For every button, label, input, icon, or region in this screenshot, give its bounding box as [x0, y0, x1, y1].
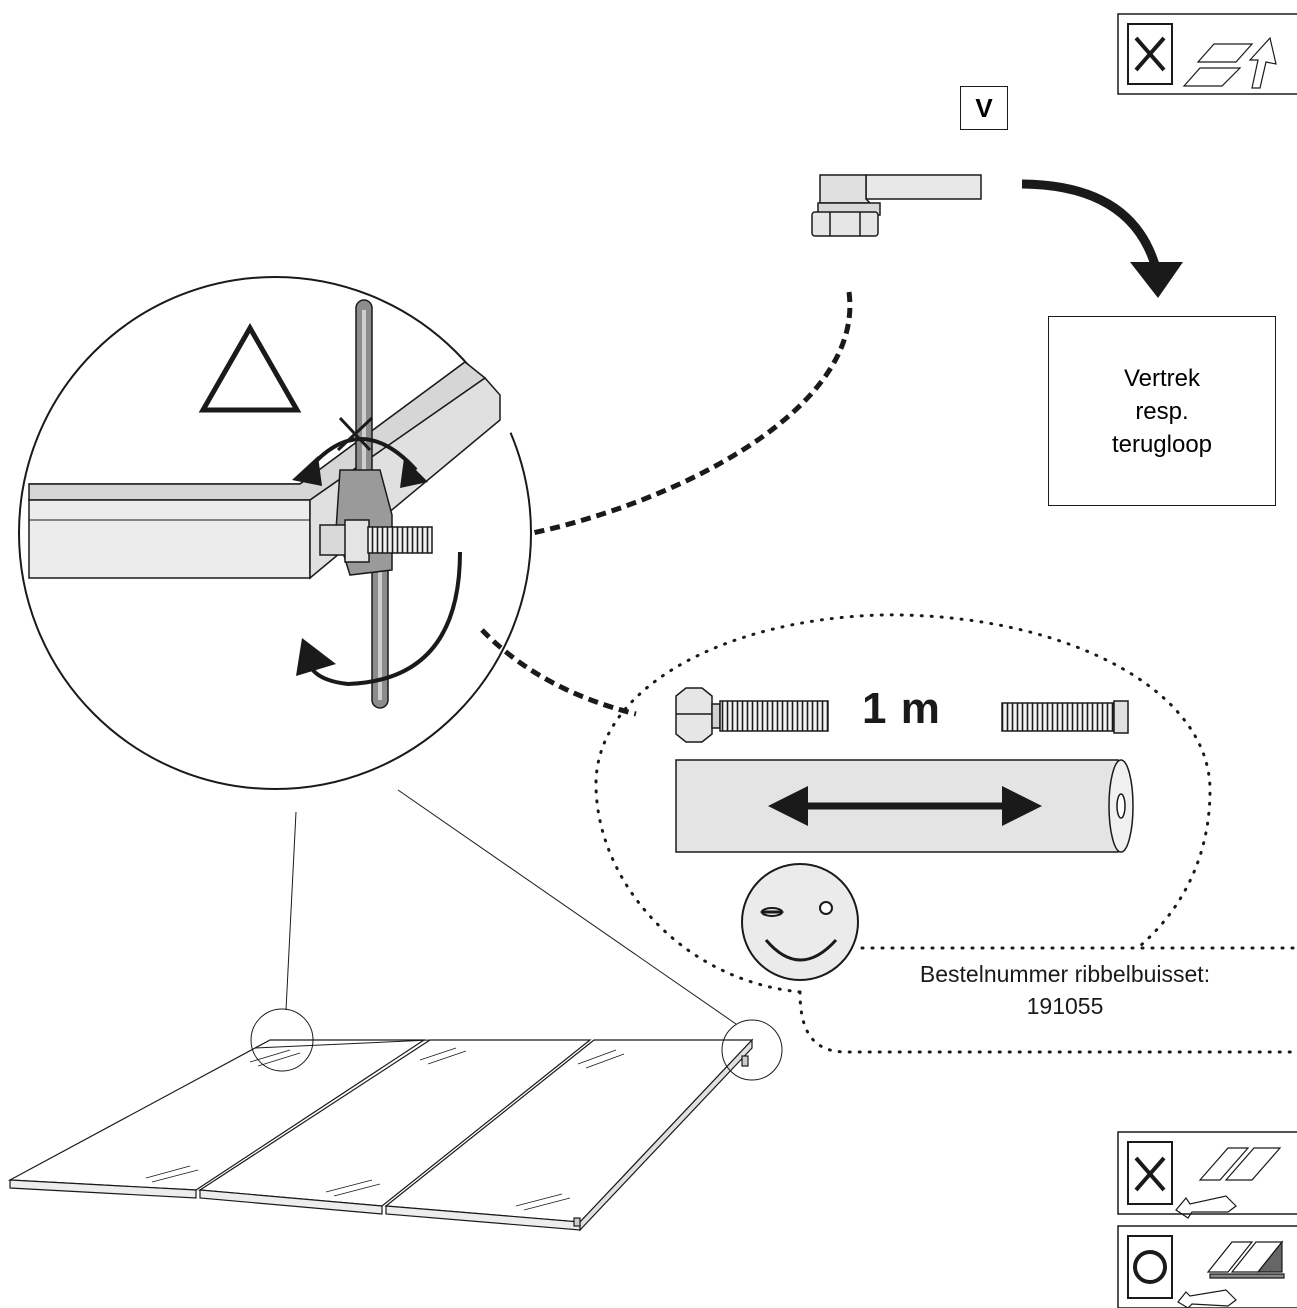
order-number-label: Bestelnummer ribbelbuisset:: [919, 961, 1211, 987]
order-number-value: 191055: [1026, 993, 1104, 1019]
elbow-connector: [811, 174, 982, 237]
hose-length-label: 1 m: [862, 684, 941, 733]
double-rotation-arrow: [306, 437, 418, 472]
double-arrow: [768, 786, 1042, 826]
circle-icon: [1133, 1250, 1167, 1284]
detail-circle-left: [250, 1008, 314, 1072]
cross-icon: [1134, 36, 1166, 72]
warning-triangle-icon: [198, 322, 302, 413]
flow-return-box: Vertrek resp. terugloop: [1048, 316, 1276, 506]
tightening-arrow: [306, 551, 462, 687]
magnifier-detail: [18, 276, 532, 790]
flow-arrow: [1021, 179, 1183, 298]
cross-icon: [1134, 1156, 1166, 1192]
legend-flat-roof-frame: [1117, 1225, 1297, 1308]
legend-roof-mount-horizontal: [1117, 1131, 1297, 1219]
hose-end: [1001, 700, 1129, 734]
cross-icon: [336, 416, 374, 452]
dotted-callout: [798, 946, 1296, 1054]
flat-roof-frame-icon: [1177, 1240, 1285, 1308]
dashed-lead-line-hose: [480, 628, 637, 717]
hose-with-fitting: [675, 687, 829, 743]
flow-return-line-3: terugloop: [1111, 430, 1213, 458]
wrench-icon: [319, 299, 433, 709]
dotted-bubble: [594, 613, 1212, 994]
flow-return-line-2: resp.: [1135, 397, 1189, 425]
dashed-lead-line-connector: [487, 291, 853, 544]
variant-badge: V: [960, 86, 1008, 130]
leader-line-right: [397, 789, 737, 1025]
roof-mount-upright-icon: [1182, 36, 1277, 89]
solar-collector-array: [7, 1038, 754, 1232]
legend-roof-mount-upright: [1117, 13, 1297, 95]
leader-line-left: [285, 811, 297, 1011]
detail-circle-right: [721, 1019, 783, 1081]
winking-smiley-icon: [741, 863, 859, 981]
order-number-note: Bestelnummer ribbelbuisset: 191055: [830, 958, 1297, 1022]
roof-mount-horizontal-icon: [1175, 1147, 1282, 1219]
flow-return-line-1: Vertrek: [1123, 364, 1201, 392]
